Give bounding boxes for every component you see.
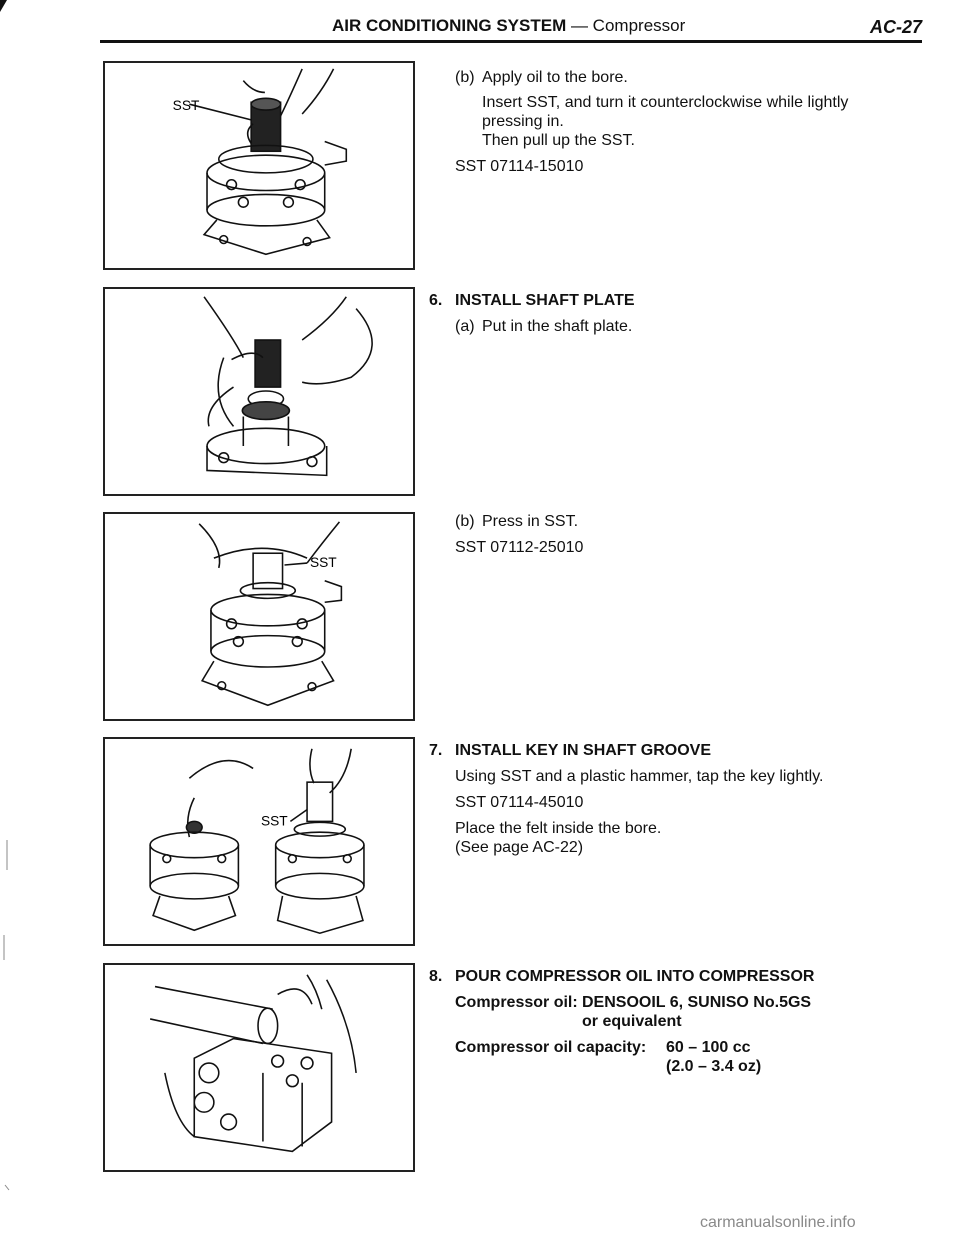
step-7-title: INSTALL KEY IN SHAFT GROOVE <box>455 742 712 759</box>
step-6-number: 6. <box>429 292 443 309</box>
step-b1-label: (b) <box>455 69 475 86</box>
page-header: AIR CONDITIONING SYSTEM — Compressor AC-… <box>100 10 922 44</box>
step-b1-line1: Apply oil to the bore. <box>482 69 628 86</box>
sst-number: SST 07114-15010 <box>455 158 584 175</box>
step-6b-label: (b) <box>455 513 475 530</box>
step-8-number: 8. <box>429 968 443 985</box>
press-sst-illustration: SST <box>198 521 343 707</box>
step-b1: (b) <box>455 68 475 87</box>
step-6b-text: Press in SST. <box>482 513 579 530</box>
compressor-oil-label: Compressor oil: <box>455 994 578 1011</box>
sst-callout-label: SST <box>310 555 337 570</box>
page-title-subsection: — Compressor <box>566 16 686 35</box>
compressor-oil-value-2: or equivalent <box>582 1013 682 1030</box>
step-7-number: 7. <box>429 742 443 759</box>
page-title: AIR CONDITIONING SYSTEM — Compressor <box>332 16 685 36</box>
figure-pour-oil <box>103 963 415 1172</box>
step-7-page-reference: (See page AC-22) <box>455 839 584 856</box>
shaft-plate-illustration <box>203 296 373 477</box>
step-b1-line3: pressing in. <box>482 113 564 130</box>
sst-number: SST 07114-45010 <box>455 794 584 811</box>
step-8-title: POUR COMPRESSOR OIL INTO COMPRESSOR <box>455 968 815 985</box>
figure-shaft-plate <box>103 287 415 496</box>
corner-crop-mark <box>0 0 7 12</box>
watermark: carmanualsonline.info <box>700 1214 856 1231</box>
step-6-title: INSTALL SHAFT PLATE <box>455 292 635 309</box>
page-number: AC-27 <box>869 17 922 37</box>
oil-capacity-value: 60 – 100 cc <box>666 1039 751 1056</box>
sst-callout-label: SST <box>173 98 200 113</box>
oil-capacity-value-2: (2.0 – 3.4 oz) <box>666 1058 762 1075</box>
install-key-illustration: SST <box>149 748 365 935</box>
sst-callout-label: SST <box>261 813 288 828</box>
step-6a-label: (a) <box>455 318 475 335</box>
step-6a-text: Put in the shaft plate. <box>482 318 633 335</box>
compressor-oil-value: DENSOOIL 6, SUNISO No.5GS <box>582 994 812 1011</box>
figure-install-key: SST <box>103 737 415 946</box>
page-title-section: AIR CONDITIONING SYSTEM <box>332 16 567 35</box>
step-b1-line4: Then pull up the SST. <box>482 132 635 149</box>
pour-oil-illustration <box>149 974 357 1153</box>
step-7-line2: Place the felt inside the bore. <box>455 820 662 837</box>
sst-number: SST 07112-25010 <box>455 539 584 556</box>
figure-press-sst: SST <box>103 512 415 721</box>
compressor-sst-illustration: SST <box>173 68 348 256</box>
header-rule <box>100 40 922 43</box>
step-7-line1: Using SST and a plastic hammer, tap the … <box>455 768 824 785</box>
margin-ticks <box>3 840 10 1191</box>
oil-capacity-label: Compressor oil capacity: <box>455 1039 647 1056</box>
step-b1-line2: Insert SST, and turn it counterclockwise… <box>482 94 849 111</box>
figure-insert-sst: SST <box>103 61 415 270</box>
